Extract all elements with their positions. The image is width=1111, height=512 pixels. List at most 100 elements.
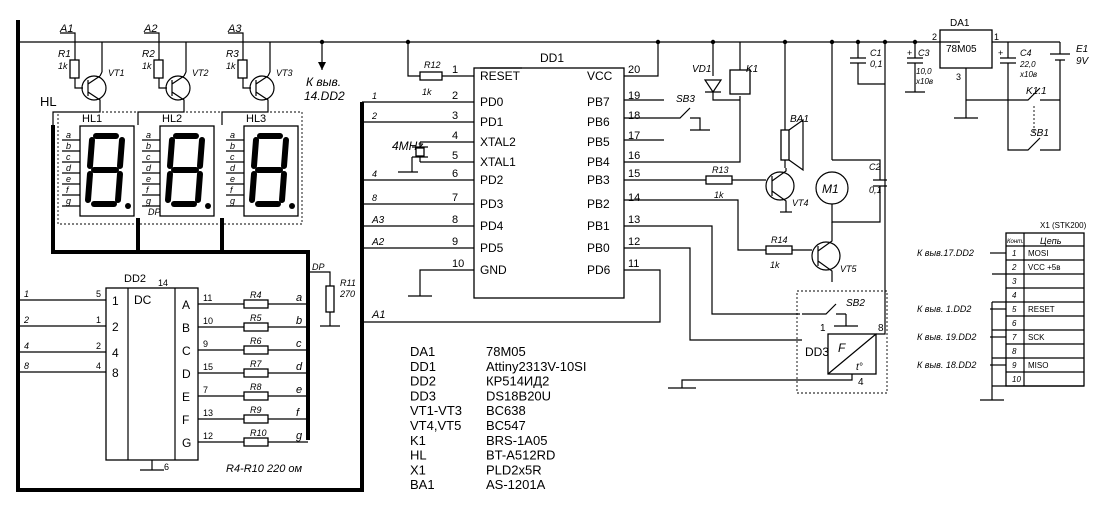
svg-text:R2: R2 bbox=[142, 49, 155, 60]
pin-number: 11 bbox=[628, 258, 639, 270]
svg-text:х10в: х10в bbox=[915, 77, 933, 86]
x1-chain: VCC +5в bbox=[1028, 263, 1060, 272]
pin-name: PB1 bbox=[587, 219, 610, 233]
segment-label: e bbox=[146, 174, 151, 184]
bom-part: BC547 bbox=[486, 418, 526, 433]
bom-ref: DA1 bbox=[410, 344, 435, 359]
x1-ref: К выв. 18.DD2 bbox=[917, 360, 976, 370]
svg-text:SB1: SB1 bbox=[1030, 128, 1049, 139]
svg-text:A1: A1 bbox=[371, 309, 385, 321]
digit-label: HL1 bbox=[82, 113, 102, 125]
x1-pin: 9 bbox=[1012, 361, 1017, 370]
pin-number: 12 bbox=[203, 431, 213, 441]
bom-row: VT1-VT3 BC638 bbox=[410, 403, 526, 418]
svg-text:1k: 1k bbox=[58, 61, 68, 71]
svg-text:K1: K1 bbox=[746, 64, 758, 75]
to-pin14-label: К выв. bbox=[306, 75, 341, 89]
hl-label: HL bbox=[40, 94, 57, 109]
resistor bbox=[243, 368, 269, 378]
pin-number: 8 bbox=[452, 214, 458, 226]
resistor-label: R4 bbox=[250, 290, 262, 300]
pin-name: RESET bbox=[480, 69, 521, 83]
pin-number: 17 bbox=[628, 130, 640, 142]
svg-text:SB3: SB3 bbox=[676, 94, 695, 105]
svg-text:22,0: 22,0 bbox=[1019, 60, 1036, 69]
pin-number: 11 bbox=[203, 293, 212, 303]
pin-number: 5 bbox=[452, 150, 458, 162]
pin-name: PD4 bbox=[480, 219, 504, 233]
x1-pin: 10 bbox=[1012, 375, 1021, 384]
svg-text:1k: 1k bbox=[422, 87, 432, 97]
x1-head-kont: Конт. bbox=[1007, 239, 1024, 245]
segment-label: b bbox=[66, 141, 71, 151]
pin-number: 5 bbox=[96, 289, 101, 299]
segment-label: c bbox=[296, 338, 302, 350]
svg-text:DD3: DD3 bbox=[805, 345, 829, 359]
x1-pin: 1 bbox=[1012, 249, 1016, 258]
segment-label: d bbox=[230, 163, 236, 173]
bom-ref: VT1-VT3 bbox=[410, 403, 462, 418]
pin-number: 3 bbox=[452, 110, 458, 122]
pin-name: GND bbox=[480, 263, 507, 277]
svg-text:1k: 1k bbox=[226, 61, 236, 71]
svg-text:1: 1 bbox=[820, 323, 826, 334]
svg-text:4: 4 bbox=[372, 169, 377, 179]
pin-number: 7 bbox=[203, 385, 208, 395]
svg-text:R1: R1 bbox=[58, 49, 71, 60]
pin-name: XTAL1 bbox=[480, 155, 516, 169]
svg-text:VT4: VT4 bbox=[792, 198, 809, 208]
svg-text:4: 4 bbox=[858, 377, 864, 388]
svg-text:1: 1 bbox=[994, 32, 999, 42]
pin-name: E bbox=[182, 390, 190, 404]
x1-row: 10 bbox=[1006, 375, 1084, 387]
svg-text:х10в: х10в bbox=[1019, 70, 1037, 79]
svg-text:8: 8 bbox=[878, 323, 884, 334]
x1-pin: 4 bbox=[1012, 291, 1017, 300]
x1-row: 2 VCC +5в bbox=[1006, 263, 1084, 275]
pin-number: 13 bbox=[203, 408, 213, 418]
x1-pin: 2 bbox=[1011, 263, 1017, 272]
resistor bbox=[243, 414, 269, 424]
pin-number: 1 bbox=[96, 315, 101, 325]
svg-text:VT2: VT2 bbox=[192, 68, 209, 78]
pin-name: C bbox=[182, 344, 191, 358]
x1-row: 6 bbox=[1006, 319, 1084, 331]
svg-text:VT3: VT3 bbox=[276, 68, 293, 78]
resistor bbox=[243, 437, 269, 447]
svg-text:1: 1 bbox=[372, 91, 377, 101]
pin-name: PB7 bbox=[587, 95, 610, 109]
digit-label: HL3 bbox=[246, 113, 266, 125]
resistor-label: R5 bbox=[250, 313, 262, 323]
svg-text:3: 3 bbox=[956, 72, 961, 82]
svg-text:VT1: VT1 bbox=[108, 68, 125, 78]
x1-chain: MISO bbox=[1028, 361, 1048, 370]
pin-name: PB0 bbox=[587, 241, 610, 255]
segment-label: f bbox=[146, 185, 150, 195]
segment-label: g bbox=[230, 196, 235, 206]
segment-label: d bbox=[146, 163, 152, 173]
pin-name: 8 bbox=[112, 366, 119, 380]
svg-text:DP: DP bbox=[312, 262, 325, 272]
bom-part: BC638 bbox=[486, 403, 526, 418]
anode-label: A1 bbox=[59, 23, 73, 35]
svg-text:10,0: 10,0 bbox=[916, 67, 932, 76]
segment-label: e bbox=[66, 174, 71, 184]
resistor bbox=[243, 391, 269, 401]
pin-number: 7 bbox=[452, 192, 458, 204]
x1-ref: К выв. 1.DD2 bbox=[917, 304, 971, 314]
x1-ref: К выв.17.DD2 bbox=[917, 248, 974, 258]
pin-number: 9 bbox=[203, 339, 208, 349]
input-line-label: 1 bbox=[24, 289, 29, 299]
pin-number: 10 bbox=[452, 258, 464, 270]
pin-number: 10 bbox=[203, 316, 213, 326]
svg-text:C1: C1 bbox=[870, 48, 882, 58]
bom-part: DS18B20U bbox=[486, 388, 551, 403]
svg-text:A3: A3 bbox=[371, 215, 385, 226]
